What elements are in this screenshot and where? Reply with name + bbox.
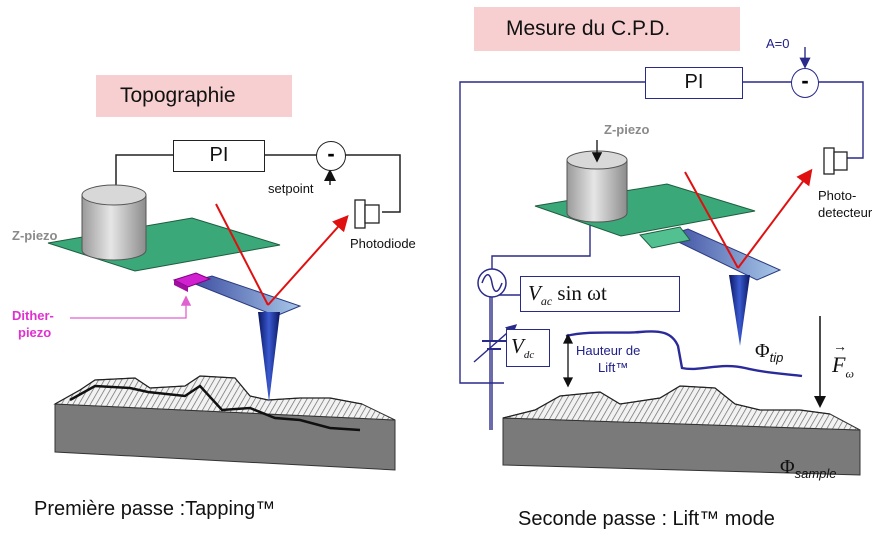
left-title-box [96,75,292,117]
photodiode-label: Photodiode [350,236,416,251]
force-subscript: ω [845,366,854,381]
lift-height-arrow [562,333,574,388]
lift-trace [565,330,803,378]
vdc-symbol: V [511,334,524,358]
phi-tip-symbol: Φ [755,340,770,362]
phi-tip-label: Φtip [755,340,783,365]
right-laser [684,168,813,269]
vac-symbol: V [528,281,541,305]
left-feedback-wires [110,154,401,213]
right-title-box [474,7,740,51]
right-pi-label: PI [684,71,704,93]
left-minus: - [327,141,335,166]
right-title: Mesure du C.P.D. [506,17,671,40]
phi-sample-symbol: Φ [780,456,795,478]
dither-label-2: piezo [18,325,52,340]
left-title: Topographie [120,84,236,107]
left-caption: Première passe :Tapping™ [34,498,276,520]
lift-label-2: Lift™ [598,360,629,375]
right-minus-circle [791,68,819,98]
phi-sample-subscript: sample [794,466,837,481]
force-vector-arrow: → [833,340,847,355]
right-pi-box [645,67,743,99]
right-caption: Seconde passe : Lift™ mode [518,508,775,530]
force-symbol: F [832,352,846,377]
right-feedback-wires [459,47,864,430]
force-label: →Fω [832,340,854,381]
left-pi-label: PI [209,144,229,166]
phi-sample-label: Φsample [780,456,837,481]
vac-rest: sin ωt [552,281,607,305]
dither-label-1: Dither- [12,308,54,323]
left-zpiezo-label: Z-piezo [12,228,58,243]
vac-box [520,276,680,312]
vdc-label: Vdc [511,334,534,361]
left-laser [215,203,349,306]
left-minus-circle [316,141,346,171]
left-cantilever-assembly [47,184,302,402]
photo-label-2: detecteur [818,205,873,220]
right-cantilever-assembly [534,140,782,346]
left-pi-box [173,140,265,172]
lift-label-1: Hauteur de [576,343,641,358]
right-photodetector [823,147,848,175]
right-sample [502,385,861,476]
vdc-box [506,329,550,367]
left-photodiode [354,199,380,229]
phi-tip-subscript: tip [769,350,784,365]
vac-label: Vac sin ωt [528,281,607,309]
dither-pointer [70,295,192,319]
vac-subscript: ac [540,294,553,309]
right-minus: - [801,68,809,93]
vdc-subscript: dc [523,349,535,362]
right-zpiezo-label: Z-piezo [604,122,650,137]
left-sample [53,375,396,471]
a0-label: A=0 [766,36,790,51]
setpoint-label: setpoint [268,181,314,196]
photo-label-1: Photo- [818,188,857,203]
